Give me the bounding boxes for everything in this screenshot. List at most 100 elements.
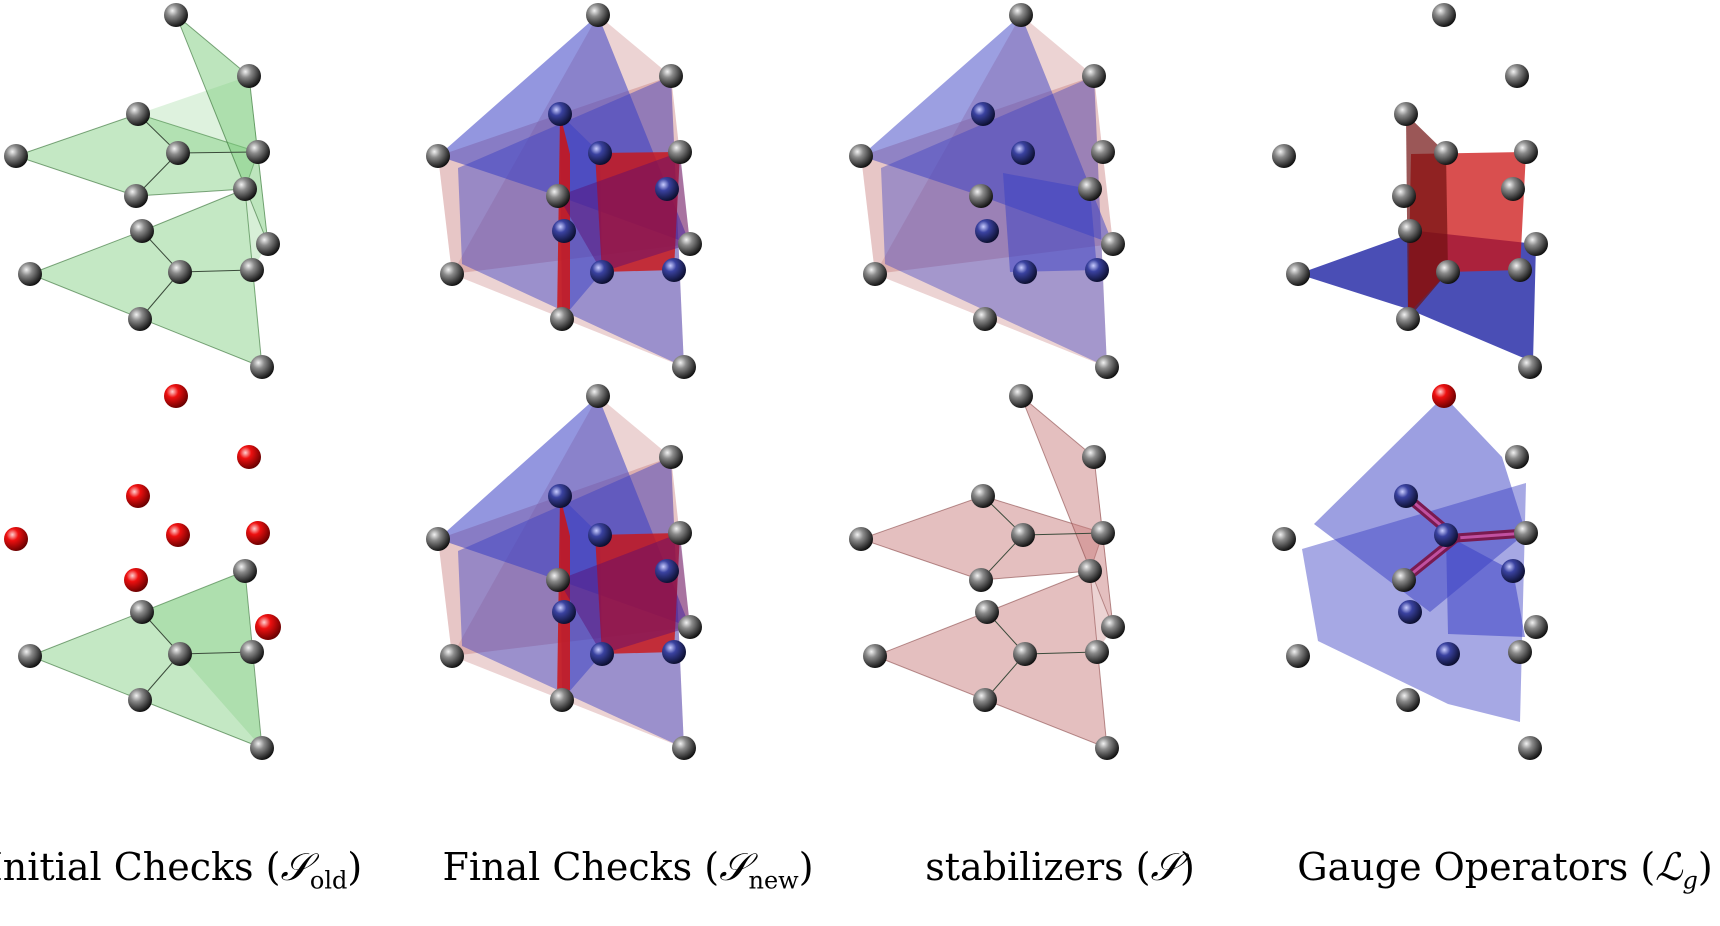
qubit-blue [1011, 141, 1035, 165]
caption-gauge-operators: Gauge Operators (ℒg) [1297, 845, 1713, 895]
qubit-blue [548, 102, 572, 126]
pink-stabilizer-face [873, 570, 1108, 749]
qubit-dark [969, 568, 993, 592]
qubit-dark [1272, 527, 1296, 551]
qubit-dark [849, 527, 873, 551]
lattice-edge [1022, 532, 1104, 536]
qubit-dark [1505, 64, 1529, 88]
qubit-dark [1432, 3, 1456, 27]
qubit-dark [1013, 642, 1037, 666]
qubit-blue [588, 523, 612, 547]
qubit-dark [1392, 184, 1416, 208]
qubit-dark [240, 640, 264, 664]
qubit-dark [440, 644, 464, 668]
qubit-dark [1514, 140, 1538, 164]
green-check-face [16, 76, 258, 156]
qubit-dark [1091, 140, 1115, 164]
qubit-dark [1501, 177, 1525, 201]
qubit-dark [550, 307, 574, 331]
qubit-dark [546, 568, 570, 592]
qubit-red [255, 614, 281, 640]
qubit-dark [1434, 141, 1458, 165]
panel-gauge-operators [1272, 3, 1548, 760]
caption-initial-checks: Initial Checks (𝒮old) [0, 845, 363, 895]
qubit-dark [130, 600, 154, 624]
qubit-dark [1396, 307, 1420, 331]
qubit-dark [256, 232, 280, 256]
qubit-red [237, 445, 261, 469]
qubit-dark [1095, 355, 1119, 379]
qubit-dark [1396, 688, 1420, 712]
qubit-dark [1078, 559, 1102, 583]
qubit-dark [18, 644, 42, 668]
qubit-dark [1082, 445, 1106, 469]
qubit-dark [668, 140, 692, 164]
qubit-dark [586, 3, 610, 27]
panel-initial-checks [4, 3, 281, 760]
qubit-dark [426, 527, 450, 551]
qubit-blue [1085, 258, 1109, 282]
qubit-dark [1085, 640, 1109, 664]
qubit-dark [130, 219, 154, 243]
qubit-dark [250, 355, 274, 379]
qubit-dark [18, 262, 42, 286]
caption-final-checks: Final Checks (𝒮new) [442, 845, 814, 895]
qubit-blue [1398, 600, 1422, 624]
qubit-blue [1394, 484, 1418, 508]
qubit-dark [973, 688, 997, 712]
qubit-blue [662, 640, 686, 664]
qubit-dark [166, 141, 190, 165]
qubit-dark [1101, 232, 1125, 256]
qubit-blue [1501, 559, 1525, 583]
qubit-dark [659, 445, 683, 469]
qubit-dark [4, 144, 28, 168]
lattice-edge [179, 651, 253, 655]
qubit-blue [590, 260, 614, 284]
qubit-dark [128, 688, 152, 712]
qubit-blue [552, 219, 576, 243]
qubit-dark [659, 64, 683, 88]
qubit-dark [1398, 219, 1422, 243]
qubit-dark [1078, 177, 1102, 201]
caption-stabilizers: stabilizers (𝒮) [925, 845, 1195, 889]
qubit-dark [678, 615, 702, 639]
qubit-dark [546, 184, 570, 208]
qubit-dark [973, 307, 997, 331]
panel-stabilizers [849, 3, 1125, 760]
qubit-blue [588, 141, 612, 165]
qubit-dark [1524, 232, 1548, 256]
lattice-edge [177, 151, 259, 154]
qubit-dark [233, 559, 257, 583]
qubit-blue [662, 258, 686, 282]
qubit-dark [233, 177, 257, 201]
qubit-dark [250, 736, 274, 760]
qubit-dark [128, 307, 152, 331]
qubit-dark [1286, 262, 1310, 286]
qubit-dark [1505, 445, 1529, 469]
qubit-blue [1434, 523, 1458, 547]
qubit-blue [1013, 260, 1037, 284]
qubit-dark [1082, 64, 1106, 88]
qubit-blue [971, 102, 995, 126]
qubit-dark [975, 600, 999, 624]
qubit-dark [1524, 615, 1548, 639]
qubit-blue [548, 484, 572, 508]
blue-gauge-face [1446, 535, 1525, 637]
qubit-dark [164, 3, 188, 27]
qubit-dark [1011, 523, 1035, 547]
lattice-figure [4, 3, 1548, 760]
qubit-dark [969, 184, 993, 208]
red-check-face [557, 114, 570, 319]
qubit-blue [552, 600, 576, 624]
qubit-dark [971, 484, 995, 508]
qubit-dark [863, 262, 887, 286]
qubit-dark [426, 144, 450, 168]
qubit-blue [1436, 642, 1460, 666]
qubit-dark [678, 232, 702, 256]
qubit-dark [240, 258, 264, 282]
qubit-blue [975, 219, 999, 243]
pink-stabilizer-face [1090, 571, 1113, 748]
qubit-dark [1508, 640, 1532, 664]
qubit-dark [668, 521, 692, 545]
